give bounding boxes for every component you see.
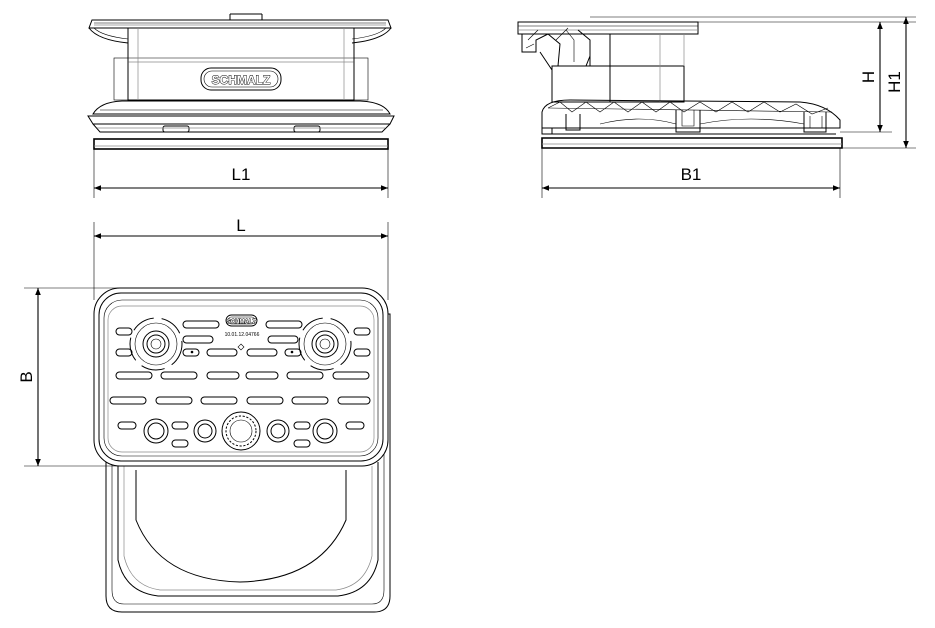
slot-grid: [109, 320, 371, 448]
top-view: L: [17, 216, 391, 613]
brand-text-front: SCHMALZ: [212, 73, 271, 87]
dimension-label-l: L: [236, 216, 245, 235]
brand-text-top: SCHMALZ: [227, 320, 257, 326]
dimension-label-l1: L1: [232, 165, 251, 184]
port-row-bottom: [143, 411, 338, 451]
schmalz-logo-top: SCHMALZ: [225, 314, 258, 327]
front-view: SCHMALZ L1: [87, 13, 395, 198]
dimension-label-b1: B1: [681, 165, 702, 184]
port-right: [298, 317, 352, 371]
port-left: [129, 317, 183, 371]
dimension-label-h: H: [859, 71, 878, 83]
schmalz-logo-front: SCHMALZ: [200, 67, 282, 91]
dimension-label-h1: H1: [885, 71, 904, 93]
side-view: H H1 B1: [517, 16, 916, 198]
dimension-label-b: B: [17, 371, 36, 382]
part-number: 10.01.12.04766: [225, 332, 260, 338]
